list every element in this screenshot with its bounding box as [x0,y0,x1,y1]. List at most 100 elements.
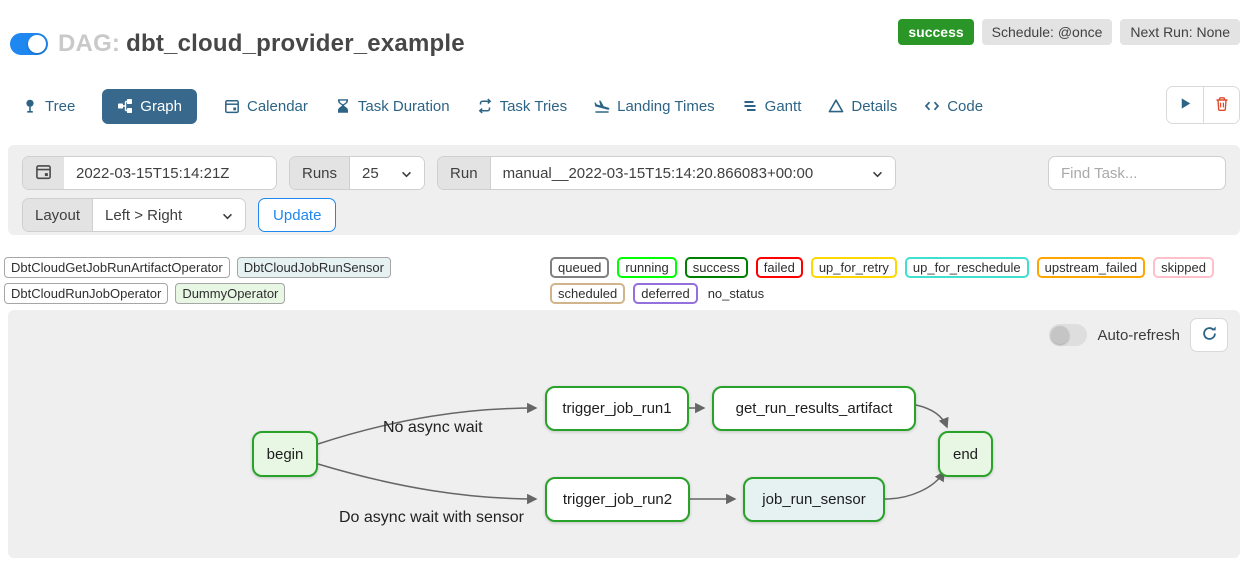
base-date-group [22,156,277,190]
tab-code[interactable]: Code [924,89,983,124]
task-node-trigger-job-run2[interactable]: trigger_job_run2 [545,477,690,522]
refresh-icon [1201,325,1218,345]
filter-row-bottom: Layout Left > Right Update [22,198,1226,232]
layout-select[interactable]: Left > Right [93,199,246,231]
status-badge-running: running [617,257,677,278]
triangle-icon [828,98,844,114]
status-legend: queued running success failed up_for_ret… [550,257,1244,304]
toggle-knob-icon [28,35,46,53]
chevron-down-icon [872,165,883,182]
operator-badge: DbtCloudGetJobRunArtifactOperator [4,257,230,278]
status-badge-failed: failed [755,257,803,278]
layout-group: Layout Left > Right [22,198,247,232]
filter-panel: Runs 25 Run manual__2022-03-15T15:14:20.… [8,145,1240,235]
gantt-icon [742,98,758,114]
schedule-badge: Schedule: @once [981,19,1113,45]
base-date-input[interactable] [64,157,276,189]
trigger-dag-button[interactable] [1167,87,1203,123]
dag-edges [317,402,949,505]
edge-artifact-end [915,404,949,429]
calendar-icon [35,163,52,184]
tab-details[interactable]: Details [828,89,897,124]
tab-label: Graph [140,97,182,115]
refresh-button[interactable] [1190,318,1228,352]
code-icon [924,98,940,114]
filter-row-top: Runs 25 Run manual__2022-03-15T15:14:20.… [22,156,1226,190]
edge-sensor-end [884,470,945,500]
graph-controls: Auto-refresh [1049,318,1228,352]
tab-label: Task Duration [357,97,450,115]
view-tab-bar: Tree Graph Calendar Task Duration [22,86,1240,126]
tab-landing-times[interactable]: Landing Times [594,89,715,124]
status-badge-up-for-reschedule: up_for_reschedule [904,257,1029,278]
tab-task-duration[interactable]: Task Duration [335,89,450,124]
legend: DbtCloudGetJobRunArtifactOperator DbtClo… [4,257,1244,304]
edge-label-no-async-wait: No async wait [383,419,483,436]
tab-label: Gantt [764,97,802,115]
tab-label: Landing Times [617,97,715,115]
dag-run-value: manual__2022-03-15T15:14:20.866083+00:00 [502,164,814,182]
update-button[interactable]: Update [258,198,337,232]
status-badge-queued: queued [550,257,610,278]
run-label: Run [438,157,491,189]
chevron-down-icon [401,165,412,182]
status-badge-deferred: deferred [633,283,698,304]
edge-begin-trigger-job-run2 [317,463,538,505]
num-runs-select[interactable]: 25 [350,157,425,189]
task-node-begin[interactable]: begin [252,431,318,477]
layout-label: Layout [23,199,94,231]
graph-icon [117,98,133,114]
calendar-icon [224,98,240,114]
dag-status-badge[interactable]: success [898,19,974,45]
repeat-icon [477,98,493,114]
edge-begin-trigger-job-run1 [317,402,538,445]
auto-refresh-toggle[interactable] [1049,324,1088,346]
dag-prefix-label: DAG: [58,30,121,57]
status-badge-skipped: skipped [1153,257,1214,278]
operator-badge: DbtCloudRunJobOperator [4,283,169,304]
dag-run-select[interactable]: manual__2022-03-15T15:14:20.866083+00:00 [490,157,895,189]
dag-action-buttons [1166,86,1240,124]
auto-refresh-label: Auto-refresh [1097,326,1180,344]
operator-badge: DbtCloudJobRunSensor [236,257,391,278]
status-badge-success: success [684,257,748,278]
graph-panel: Auto-refresh begin trigger_job_run1 get_… [8,310,1240,558]
task-node-job-run-sensor[interactable]: job_run_sensor [743,477,885,522]
run-select-group: Run manual__2022-03-15T15:14:20.866083+0… [437,156,896,190]
tab-label: Task Tries [499,97,568,115]
task-node-end[interactable]: end [938,431,993,477]
operator-badge: DummyOperator [175,283,286,304]
dag-name: dbt_cloud_provider_example [126,30,465,57]
tab-calendar[interactable]: Calendar [224,89,308,124]
tab-label: Tree [45,97,76,115]
find-task-input[interactable] [1048,156,1226,190]
delete-dag-button[interactable] [1203,87,1239,123]
tab-label: Details [851,97,898,115]
calendar-picker-button[interactable] [23,157,64,189]
layout-value: Left > Right [105,206,183,224]
tab-tree[interactable]: Tree [22,89,75,124]
status-badge-upstream-failed: upstream_failed [1036,257,1146,278]
task-node-trigger-job-run1[interactable]: trigger_job_run1 [545,386,689,431]
tab-label: Calendar [247,97,308,115]
edge-label-do-async-wait: Do async wait with sensor [339,509,524,526]
page-title: DAG:dbt_cloud_provider_example [58,30,465,58]
toggle-knob-icon [1051,326,1070,344]
task-node-get-run-results-artifact[interactable]: get_run_results_artifact [712,386,916,431]
status-badge-no-status: no_status [707,286,765,301]
tab-task-tries[interactable]: Task Tries [477,89,568,124]
num-runs-value: 25 [362,164,379,182]
plane-landing-icon [594,98,610,114]
dag-pause-toggle[interactable] [10,33,48,55]
tab-graph[interactable]: Graph [102,88,197,124]
trash-icon [1214,96,1230,115]
runs-label: Runs [290,157,351,189]
header-badges: success Schedule: @once Next Run: None [898,19,1240,45]
num-runs-group: Runs 25 [289,156,426,190]
play-icon [1178,96,1193,114]
hourglass-icon [335,98,351,114]
status-badge-scheduled: scheduled [550,283,626,304]
next-run-badge: Next Run: None [1120,19,1240,45]
tab-gantt[interactable]: Gantt [742,89,802,124]
